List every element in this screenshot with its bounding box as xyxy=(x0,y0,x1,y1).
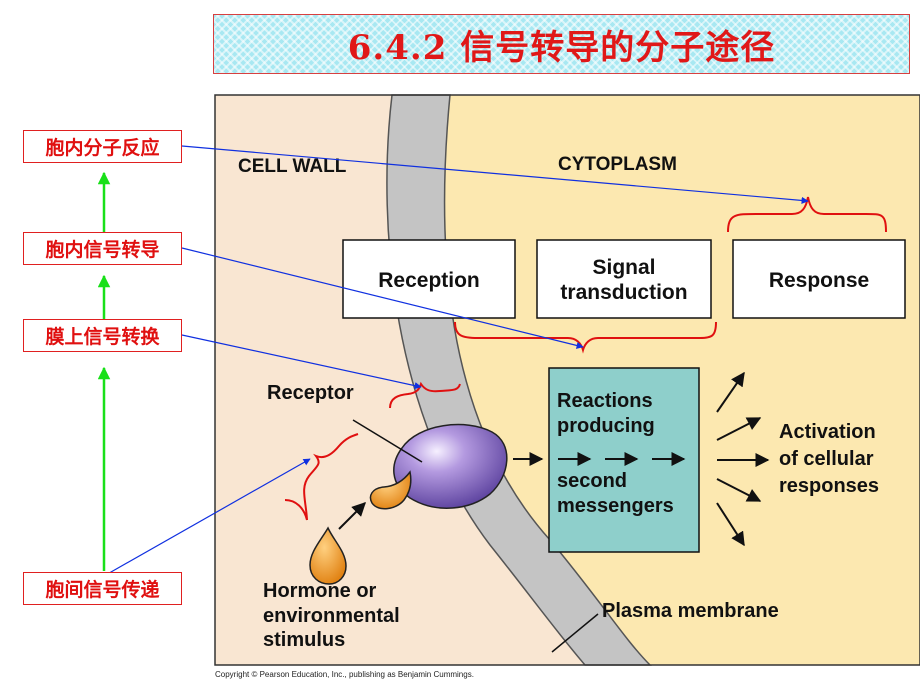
pointer-response xyxy=(181,145,809,205)
hormone-line2: environmental xyxy=(263,605,400,627)
copyright-notice: Copyright © Pearson Education, Inc., pub… xyxy=(215,670,474,679)
response-arrow-5 xyxy=(716,502,745,547)
response-arrow-2 xyxy=(716,417,762,441)
receptor-leader xyxy=(352,419,423,463)
brace-transduction xyxy=(454,321,717,354)
title-banner: 6.4.2 信号转导的分子途径 xyxy=(213,14,910,74)
reactions-line4: messengers xyxy=(557,495,674,517)
activation-line1: Activation xyxy=(779,421,876,443)
reactions-line1: Reactions xyxy=(557,390,653,412)
label-membrane-conversion: 膜上信号转换 xyxy=(23,319,182,352)
hormone-arrow xyxy=(338,502,366,530)
pointer-transduction xyxy=(181,247,584,349)
activation-line2: of cellular xyxy=(779,448,874,470)
label-intracellular-transduction: 胞内信号转导 xyxy=(23,232,182,265)
response-label: Response xyxy=(769,269,869,292)
signal-transduction-box xyxy=(536,239,712,319)
plasma-membrane-label: Plasma membrane xyxy=(602,600,779,622)
activation-line3: responses xyxy=(779,475,879,497)
response-arrow-1 xyxy=(716,371,745,413)
page-title: 6.4.2 信号转导的分子途径 xyxy=(347,27,776,68)
cytoplasm-label: CYTOPLASM xyxy=(558,154,677,175)
reception-box xyxy=(342,239,516,319)
hormone-line1: Hormone or xyxy=(263,580,377,602)
hormone-line3: stimulus xyxy=(263,629,345,651)
response-arrow-4 xyxy=(716,478,762,502)
reception-label: Reception xyxy=(378,269,480,292)
cell-wall-label: CELL WALL xyxy=(238,156,347,177)
response-box xyxy=(732,239,906,319)
reactions-line3: second xyxy=(557,470,627,492)
signal-label-line2: transduction xyxy=(560,281,687,304)
plasma-membrane-leader xyxy=(551,613,599,653)
reactions-line2: producing xyxy=(557,415,655,437)
receptor-label: Receptor xyxy=(267,382,354,404)
pointer-intercellular xyxy=(103,458,311,577)
label-intracellular-response: 胞内分子反应 xyxy=(23,130,182,163)
hormone-free-shape xyxy=(309,526,347,585)
hormone-bound-shape xyxy=(369,470,412,510)
label-intercellular-transmission: 胞间信号传递 xyxy=(23,572,182,605)
signal-label-line1: Signal xyxy=(592,256,655,279)
brace-intercellular xyxy=(284,433,359,521)
pointer-membrane xyxy=(181,334,422,390)
